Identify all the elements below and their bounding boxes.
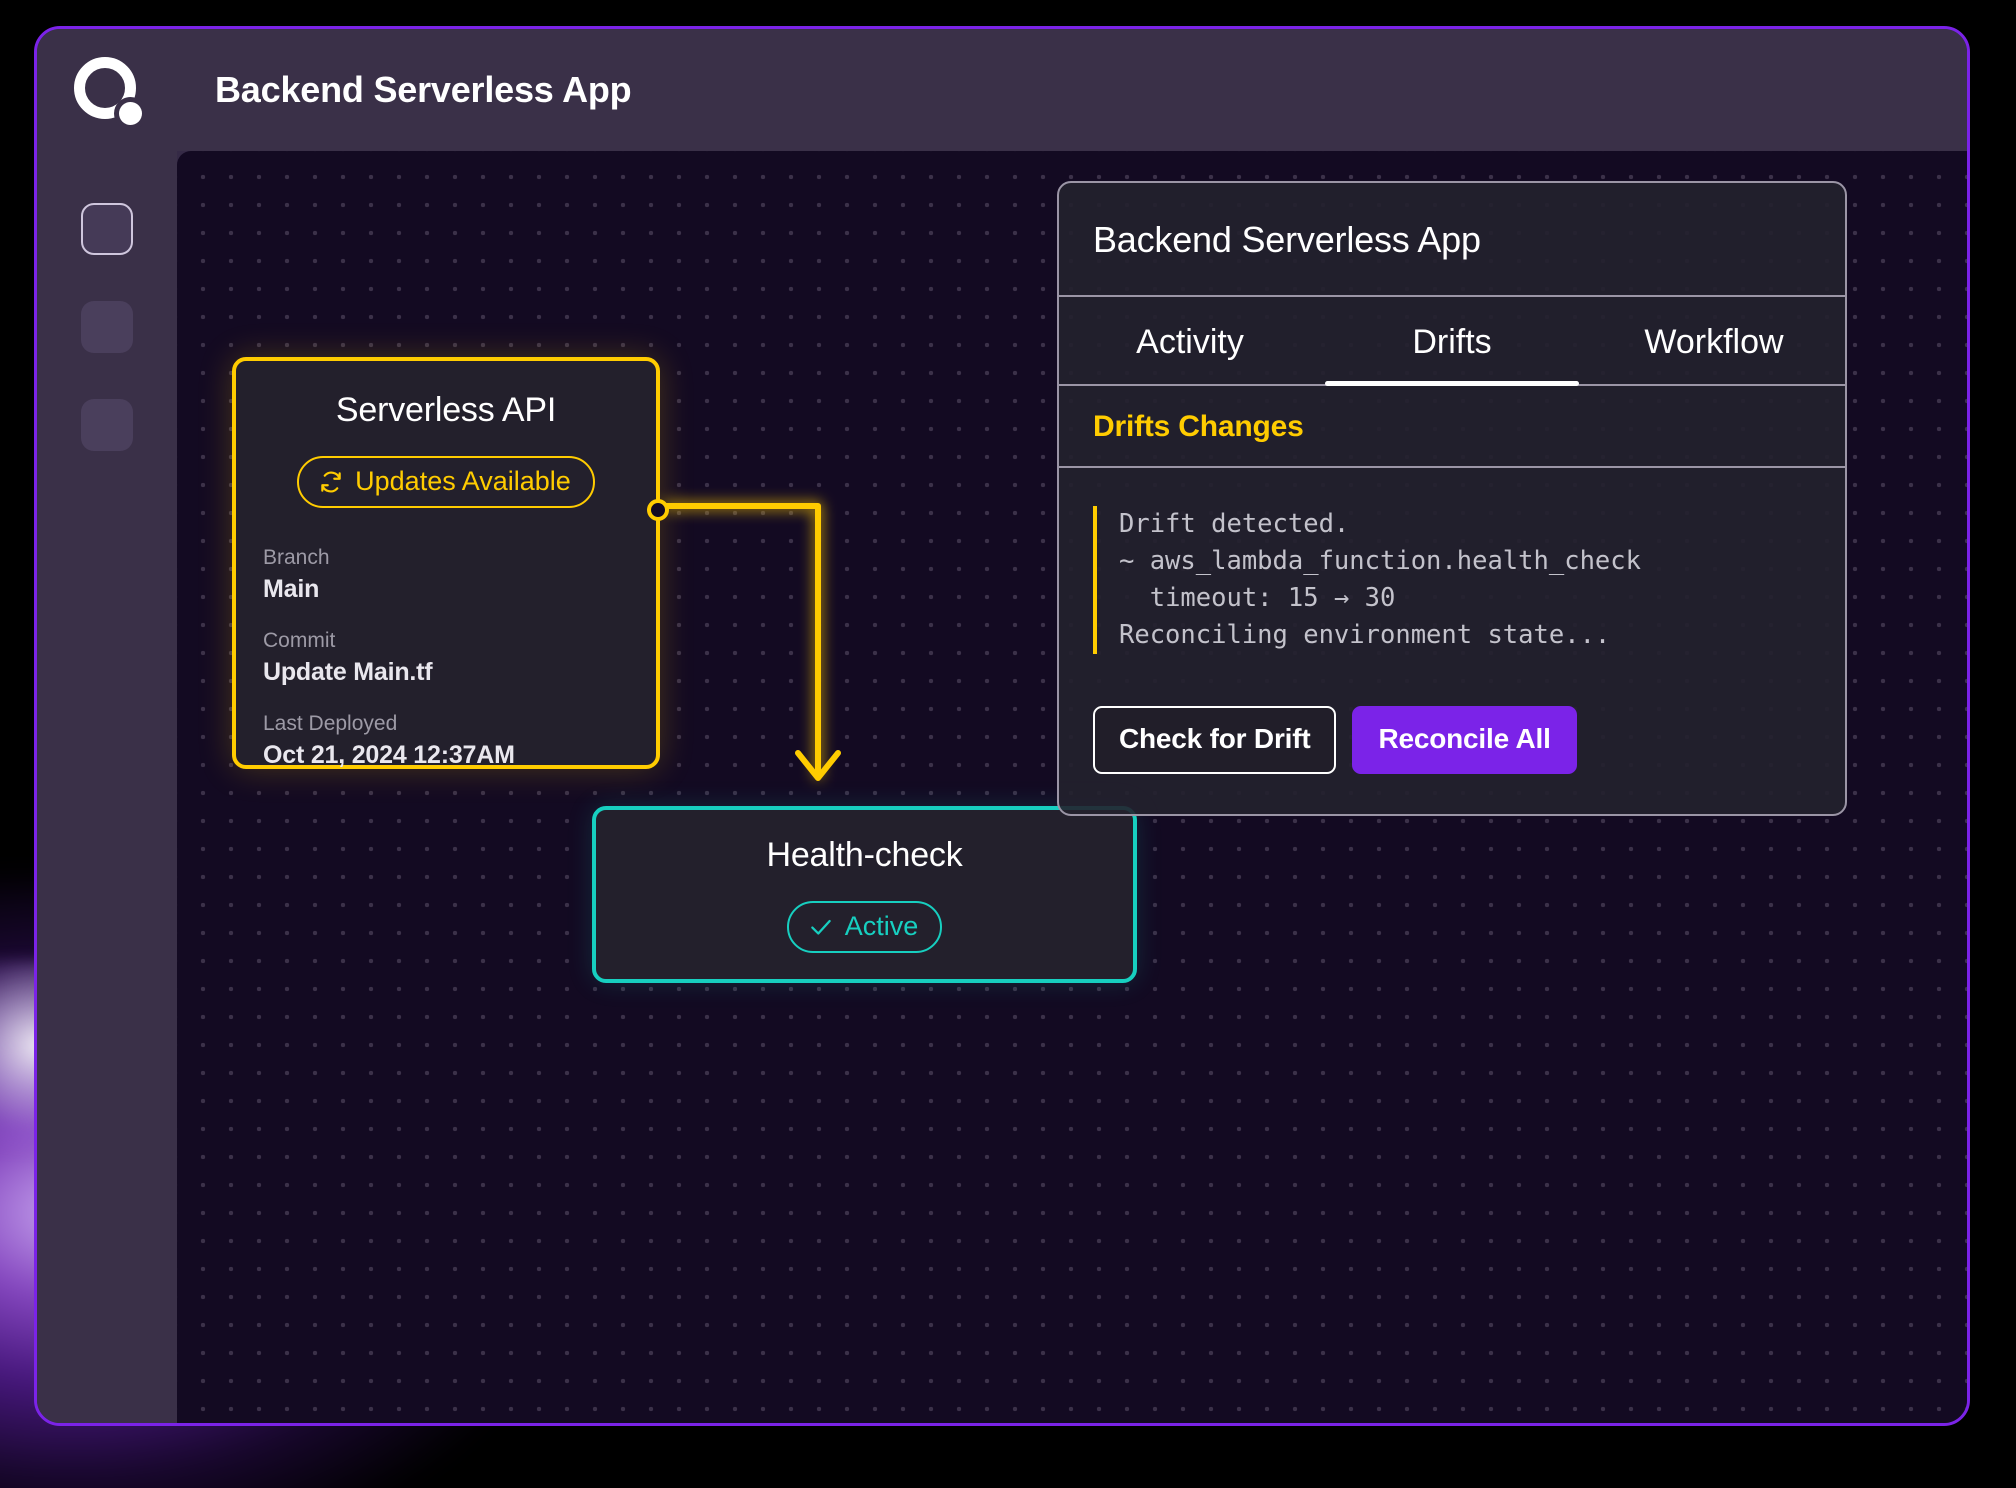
branch-value: Main <box>263 575 320 603</box>
node-badge-row: Active <box>596 901 1133 953</box>
app-window: Backend Serverless App <box>34 26 1970 1426</box>
check-icon <box>810 919 831 935</box>
refresh-sync-icon <box>321 471 341 492</box>
node-badge-row: Updates Available <box>260 456 632 508</box>
last-deployed-value: Oct 21, 2024 12:37AM <box>263 741 515 769</box>
node-health-check[interactable]: Health-check Active <box>592 806 1137 983</box>
sidebar-item-1[interactable] <box>81 203 133 255</box>
details-panel-title: Backend Serverless App <box>1093 219 1481 260</box>
last-deployed-label: Last Deployed <box>263 712 398 735</box>
check-for-drift-button[interactable]: Check for Drift <box>1093 705 1337 774</box>
sidebar-item-3[interactable] <box>81 399 133 451</box>
drift-log-block: Drift detected. ~ aws_lambda_function.he… <box>1093 506 1811 654</box>
tab-drifts[interactable]: Drifts <box>1321 297 1583 386</box>
details-panel: Backend Serverless App Activity Drifts W… <box>1057 181 1847 816</box>
status-badge-label: Active <box>844 911 919 941</box>
tab-workflow[interactable]: Workflow <box>1644 323 1784 361</box>
status-badge-updates-available[interactable]: Updates Available <box>297 456 595 508</box>
status-badge-active[interactable]: Active <box>786 901 943 953</box>
details-panel-tabs: Activity Drifts Workflow <box>1059 297 1845 386</box>
node-output-port[interactable] <box>647 499 669 521</box>
commit-value: Update Main.tf <box>263 658 433 686</box>
reconcile-all-button[interactable]: Reconcile All <box>1352 705 1577 774</box>
drift-log-text: Drift detected. ~ aws_lambda_function.he… <box>1119 509 1641 650</box>
node-title: Health-check <box>766 836 963 874</box>
branch-label: Branch <box>263 546 330 569</box>
details-panel-header: Backend Serverless App <box>1059 183 1845 297</box>
status-badge-label: Updates Available <box>355 466 571 496</box>
sidebar-item-2[interactable] <box>81 301 133 353</box>
sidebar-rail <box>37 151 177 1423</box>
logo-dot-shape <box>119 102 142 125</box>
commit-label: Commit <box>263 629 336 652</box>
drifts-changes-heading: Drifts Changes <box>1059 386 1845 468</box>
logo-ring-shape <box>74 57 136 119</box>
node-metadata: Branch Main Commit Update Main.tf Last D… <box>260 546 632 770</box>
node-serverless-api[interactable]: Serverless API Updates Available Branch … <box>232 357 669 770</box>
node-title: Serverless API <box>335 391 557 429</box>
window-titlebar: Backend Serverless App <box>37 29 1967 151</box>
page-title: Backend Serverless App <box>215 69 632 110</box>
quira-ring-logo-icon <box>74 57 142 125</box>
tab-activity[interactable]: Activity <box>1136 323 1244 361</box>
details-panel-actions: Check for Drift Reconcile All <box>1059 654 1845 814</box>
app-logo[interactable] <box>37 57 177 125</box>
flow-canvas[interactable]: Serverless API Updates Available Branch … <box>177 151 1967 1423</box>
